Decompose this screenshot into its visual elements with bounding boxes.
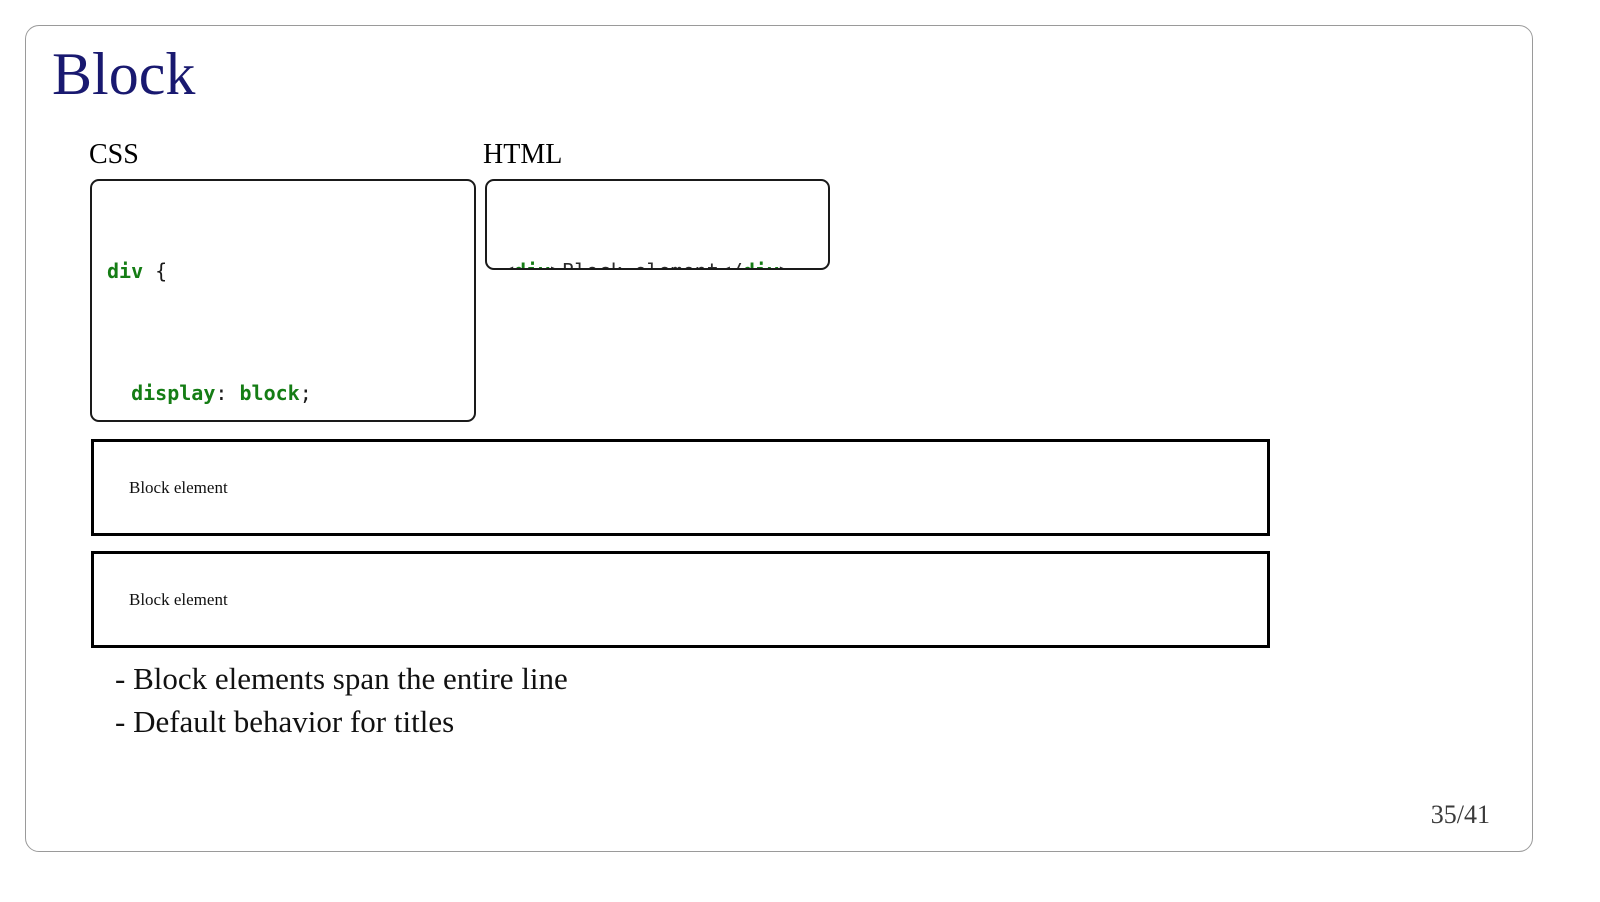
bullet-item-2: - Default behavior for titles xyxy=(115,704,455,739)
css-value-block: block xyxy=(239,381,300,405)
css-open-brace-token: { xyxy=(143,259,168,283)
css-code-line-2: display: block; xyxy=(107,378,474,409)
css-selector-token: div xyxy=(107,259,144,283)
html-tag-name-1: div xyxy=(514,259,550,268)
slide-frame: Block CSS HTML div { display: block; bac… xyxy=(25,25,1533,852)
css-indent-2 xyxy=(107,381,131,405)
html-text-content-1: Block element xyxy=(562,259,719,268)
css-property-display: display xyxy=(131,381,216,405)
html-column-caption: HTML xyxy=(483,139,563,170)
html-open-bracket-1: < xyxy=(502,259,514,268)
rendered-block-label-1: Block element xyxy=(129,478,228,497)
rendered-block-element-2: Block element xyxy=(91,551,1270,648)
page-number: 35/41 xyxy=(1430,800,1490,829)
html-end-open-bracket-1: </ xyxy=(719,259,743,268)
css-semicolon-2: ; xyxy=(299,381,312,405)
css-code-block: div { display: block; background-color: … xyxy=(90,179,476,422)
rendered-block-element-1: Block element xyxy=(91,439,1270,536)
html-end-tag-name-1: div xyxy=(743,259,779,268)
css-column-caption: CSS xyxy=(89,139,139,170)
html-code-line-1: <div>Block element</div> xyxy=(502,256,828,268)
bullet-list: - Block elements span the entire line - … xyxy=(115,657,568,743)
html-end-close-bracket-1: > xyxy=(779,259,791,268)
bullet-item-1: - Block elements span the entire line xyxy=(115,661,568,696)
html-code-block: <div>Block element</div> <div>Block elem… xyxy=(485,179,830,270)
css-code-line-1: div { xyxy=(107,256,474,287)
html-close-bracket-1: > xyxy=(550,259,562,268)
css-colon-2: : xyxy=(215,381,240,405)
page-title: Block xyxy=(52,41,196,107)
rendered-block-label-2: Block element xyxy=(129,590,228,609)
